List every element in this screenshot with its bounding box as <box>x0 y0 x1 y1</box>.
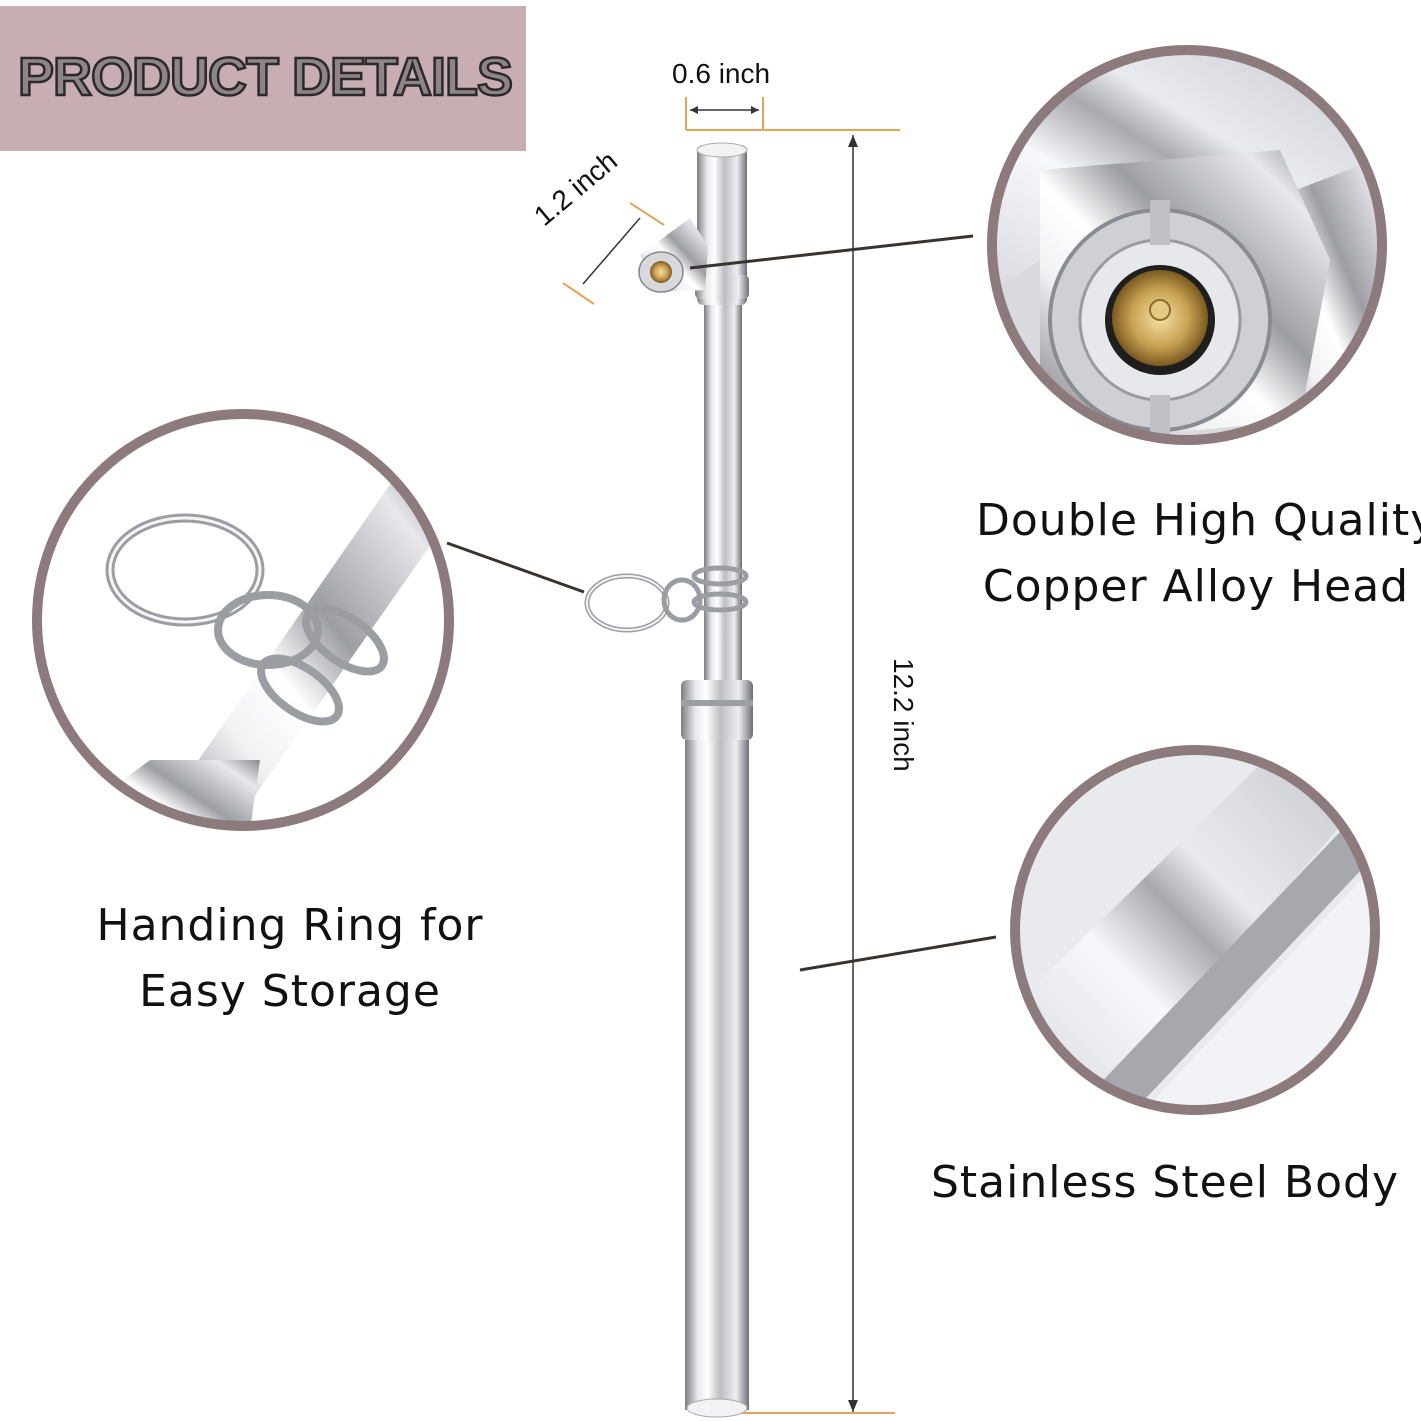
banner-title: PRODUCT DETAILS <box>17 46 515 109</box>
total-length-dimension <box>740 135 895 1414</box>
body-caption: Stainless Steel Body <box>915 1150 1415 1216</box>
body-leader-line <box>799 935 997 972</box>
body-caption-line1: Stainless Steel Body <box>931 1157 1399 1208</box>
head-caption: Double High Quality Copper Alloy Head <box>976 488 1421 620</box>
head-length-dimension <box>562 202 665 305</box>
head-detail-circle <box>987 45 1387 445</box>
ring-detail-circle <box>32 409 454 831</box>
width-label: 0.6 inch <box>672 58 771 89</box>
width-dimension <box>685 97 900 131</box>
product-details-banner: PRODUCT DETAILS <box>0 6 526 151</box>
head-caption-line1: Double High Quality <box>976 495 1421 546</box>
ring-caption: Handing Ring for Easy Storage <box>80 893 500 1025</box>
ring-leader-line <box>446 541 585 594</box>
total-length-label: 12.2 inch <box>888 658 919 772</box>
tire-gauge <box>584 142 753 1418</box>
head-leader-line <box>689 234 974 270</box>
body-detail-circle <box>1010 745 1380 1115</box>
head-caption-line2: Copper Alloy Head <box>982 561 1410 612</box>
ring-caption-line2: Easy Storage <box>139 966 441 1017</box>
ring-caption-line1: Handing Ring for <box>96 900 484 951</box>
